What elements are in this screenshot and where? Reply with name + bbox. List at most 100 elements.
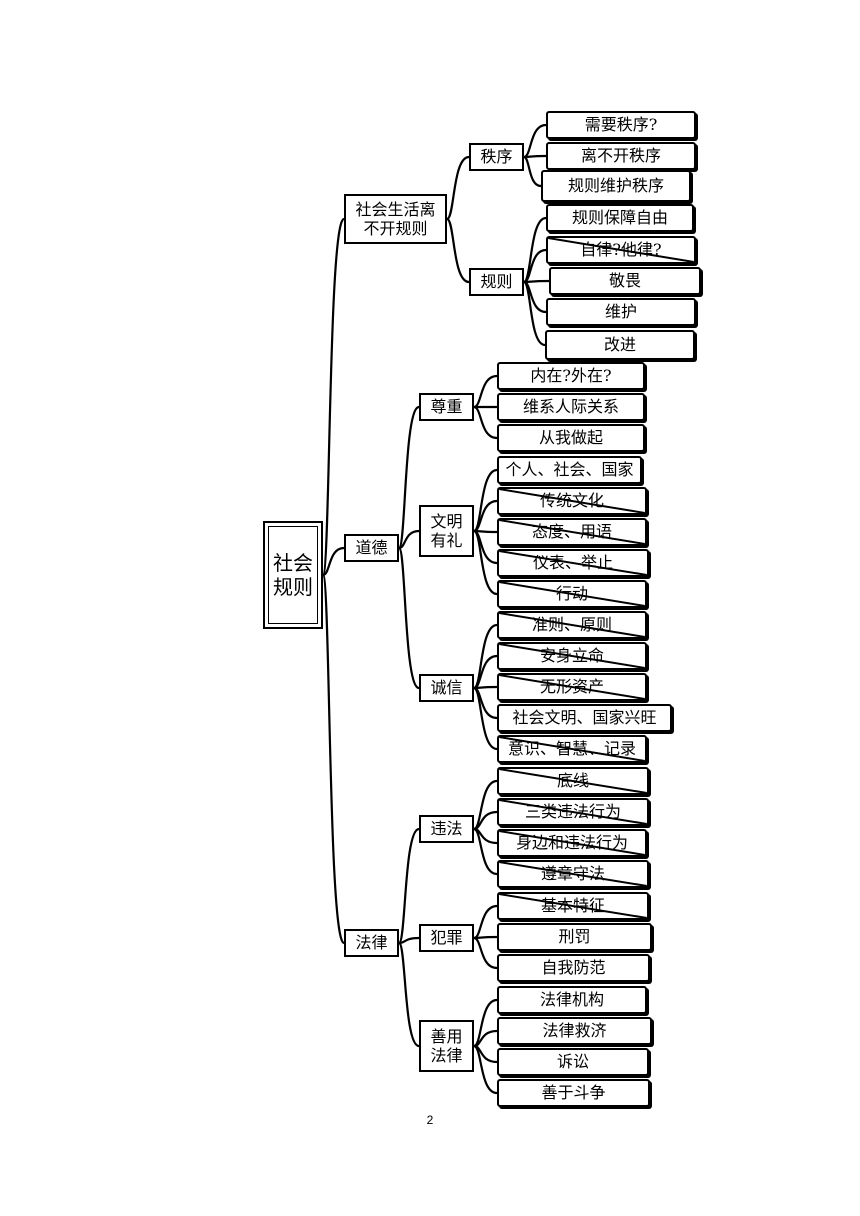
leaf-node-label: 维护 bbox=[604, 302, 637, 322]
connector-line bbox=[473, 685, 498, 690]
leaf-node: 从我做起 bbox=[497, 424, 645, 452]
leaf-node: 规则维护秩序 bbox=[541, 170, 691, 202]
connector-line bbox=[473, 827, 498, 876]
leaf-node: 意识、智慧、记录 bbox=[497, 735, 647, 763]
leaf-node: 离不开秩序 bbox=[546, 142, 696, 170]
connector-line bbox=[523, 154, 547, 159]
page-number: 2 bbox=[426, 1113, 434, 1127]
leaf-node: 敬畏 bbox=[549, 267, 701, 295]
leaf-node-label: 维系人际关系 bbox=[522, 397, 619, 417]
sub-branch-node: 秩序 bbox=[469, 143, 524, 171]
leaf-node: 个人、社会、国家 bbox=[497, 456, 642, 484]
leaf-node: 身边和违法行为 bbox=[497, 829, 647, 857]
leaf-node-label: 自我防范 bbox=[541, 958, 606, 978]
leaf-node: 维护 bbox=[546, 298, 696, 326]
sub-branch-node-label: 尊重 bbox=[430, 397, 463, 417]
connector-line bbox=[523, 279, 550, 284]
connector-line bbox=[321, 573, 346, 945]
leaf-node-label: 从我做起 bbox=[538, 428, 603, 448]
branch-node-label: 道德 bbox=[355, 538, 388, 558]
connector-line bbox=[398, 529, 420, 550]
leaf-node: 安身立命 bbox=[497, 642, 647, 670]
connector-line bbox=[397, 405, 420, 550]
connector-line bbox=[321, 217, 346, 577]
leaf-node: 三类违法行为 bbox=[497, 798, 649, 826]
connector-line bbox=[472, 529, 498, 596]
branch-node: 道德 bbox=[344, 534, 399, 562]
leaf-node-label: 遵章守法 bbox=[540, 864, 605, 884]
leaf-node-label: 个人、社会、国家 bbox=[505, 460, 634, 480]
connector-line bbox=[473, 499, 498, 533]
sub-branch-node: 善用 法律 bbox=[419, 1020, 474, 1072]
leaf-node: 内在?外在? bbox=[497, 362, 645, 390]
leaf-node: 准则、原则 bbox=[497, 611, 647, 639]
leaf-node: 遵章守法 bbox=[497, 860, 649, 888]
leaf-node-label: 敬畏 bbox=[608, 271, 641, 291]
connector-line bbox=[473, 405, 498, 440]
sub-branch-node: 文明 有礼 bbox=[419, 505, 474, 557]
connector-line bbox=[473, 998, 498, 1048]
leaf-node-label: 法律救济 bbox=[542, 1021, 607, 1041]
leaf-node-label: 安身立命 bbox=[539, 646, 604, 666]
connector-line bbox=[473, 374, 498, 409]
leaf-node-label: 社会文明、国家兴旺 bbox=[512, 708, 657, 728]
leaf-node: 态度、用语 bbox=[497, 518, 647, 546]
leaf-node-label: 善于斗争 bbox=[541, 1083, 606, 1103]
leaf-node-label: 规则维护秩序 bbox=[567, 176, 664, 196]
sub-branch-node: 违法 bbox=[419, 815, 474, 843]
leaf-node-label: 自律?他律? bbox=[580, 240, 662, 260]
leaf-node-label: 底线 bbox=[556, 771, 589, 791]
connector-line bbox=[397, 827, 420, 945]
leaf-node: 仪表、举止 bbox=[497, 549, 649, 577]
leaf-node-label: 行动 bbox=[555, 584, 588, 604]
leaf-node-label: 身边和违法行为 bbox=[515, 833, 628, 853]
leaf-node: 行动 bbox=[497, 580, 647, 608]
leaf-node-label: 刑罚 bbox=[558, 927, 591, 947]
leaf-node: 自律?他律? bbox=[546, 236, 696, 264]
leaf-node: 底线 bbox=[497, 767, 649, 795]
sub-branch-node: 规则 bbox=[469, 268, 524, 296]
connector-line bbox=[473, 936, 498, 970]
connector-line bbox=[322, 546, 345, 577]
leaf-node: 法律救济 bbox=[497, 1017, 652, 1045]
branch-node-label: 社会生活离 不开规则 bbox=[355, 199, 436, 238]
connector-line bbox=[397, 546, 420, 690]
connector-line bbox=[473, 935, 498, 940]
leaf-node: 改进 bbox=[545, 330, 695, 360]
sub-branch-node-label: 犯罪 bbox=[430, 928, 463, 948]
connector-line bbox=[473, 779, 498, 831]
connector-line bbox=[397, 941, 420, 1048]
connector-line bbox=[473, 810, 498, 831]
sub-branch-node-label: 善用 法律 bbox=[430, 1026, 463, 1065]
sub-branch-node: 诚信 bbox=[419, 674, 474, 702]
sub-branch-node-label: 文明 有礼 bbox=[430, 511, 463, 550]
leaf-node: 诉讼 bbox=[497, 1048, 649, 1076]
connector-line bbox=[473, 1044, 498, 1095]
leaf-node-label: 规则保障自由 bbox=[571, 208, 668, 228]
leaf-node: 规则保障自由 bbox=[546, 204, 694, 232]
connector-line bbox=[472, 686, 498, 751]
leaf-node-label: 法律机构 bbox=[539, 990, 604, 1010]
branch-node: 社会生活离 不开规则 bbox=[344, 194, 447, 244]
connector-line bbox=[523, 123, 547, 159]
sub-branch-node: 犯罪 bbox=[419, 924, 474, 952]
leaf-node: 无形资产 bbox=[497, 673, 647, 701]
branch-node: 法律 bbox=[344, 929, 399, 957]
sub-branch-node-label: 规则 bbox=[480, 272, 513, 292]
connector-line bbox=[445, 217, 470, 284]
leaf-node-label: 仪表、举止 bbox=[532, 553, 613, 573]
connector-line bbox=[445, 155, 470, 221]
leaf-node-label: 态度、用语 bbox=[531, 522, 612, 542]
branch-node-label: 法律 bbox=[355, 933, 388, 953]
leaf-node: 刑罚 bbox=[497, 923, 652, 951]
root-node-label: 社会 规则 bbox=[273, 551, 313, 599]
connector-line bbox=[523, 248, 547, 284]
leaf-node-label: 内在?外在? bbox=[530, 366, 612, 386]
sub-branch-node-label: 秩序 bbox=[480, 147, 513, 167]
sub-branch-node-label: 违法 bbox=[430, 819, 463, 839]
leaf-node-label: 需要秩序? bbox=[584, 115, 658, 135]
leaf-node: 社会文明、国家兴旺 bbox=[497, 704, 672, 732]
root-node: 社会 规则 bbox=[263, 521, 323, 629]
